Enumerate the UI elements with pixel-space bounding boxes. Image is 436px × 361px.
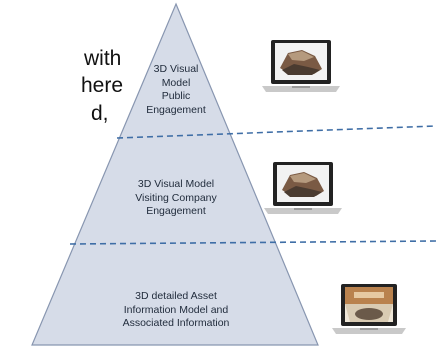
laptop-icon [264,162,342,214]
pyramid-shape [31,2,319,346]
laptop-icon [262,40,340,92]
text-fragment-with: with [84,47,122,70]
text-fragment-d: d, [91,102,109,125]
tier-divider-top [116,125,436,139]
tier-label-asset-information: 3D detailed Asset Information Model and … [122,290,230,329]
text-fragment-here: here [81,74,124,97]
tier-label-visiting-company: 3D Visual Model Visiting Company Engagem… [135,178,217,217]
tier-label-public: 3D Visual Model Public Engagement [146,63,206,116]
tier-divider-bottom [69,240,436,245]
laptop-icon [332,284,406,334]
